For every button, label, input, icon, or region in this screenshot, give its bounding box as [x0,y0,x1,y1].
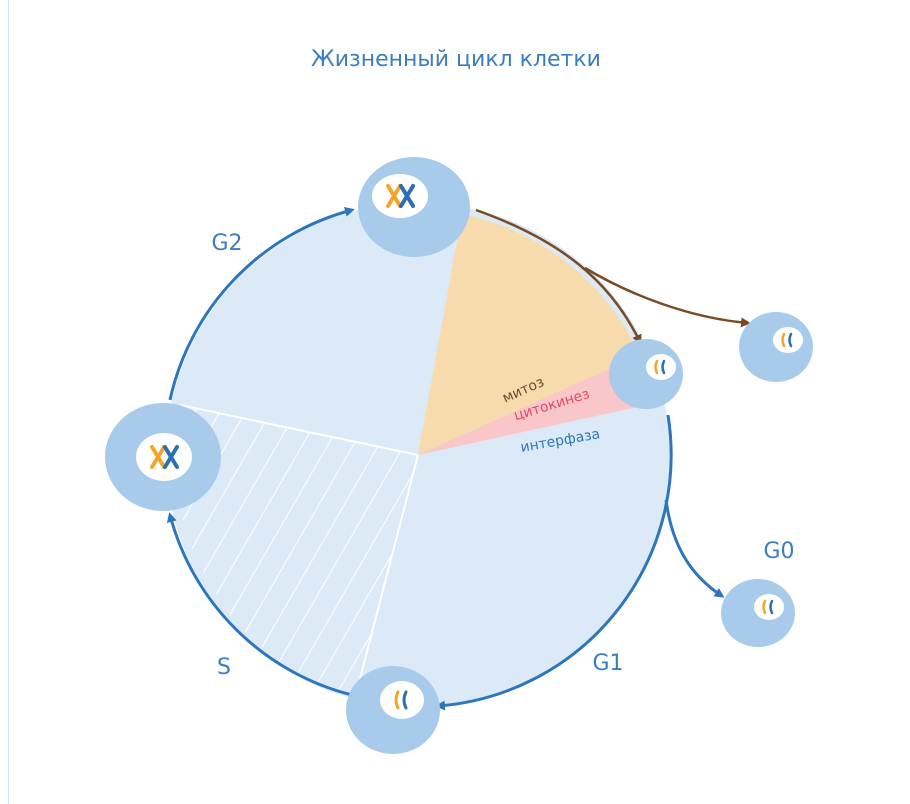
g2-label: G2 [211,231,242,256]
diagram-title: Жизненный цикл клетки [311,47,601,72]
g0-label: G0 [763,539,794,564]
left-border-line [8,0,9,804]
daughter-cell-arrow [584,266,751,328]
chromosome-icon [394,690,408,710]
cell-icon [346,666,440,754]
g0-arrow [664,499,725,598]
cell-icon [609,339,683,409]
cell-icon [358,157,470,257]
cell-icon [739,312,813,382]
s-arrow [166,512,353,697]
chromosome-icon [654,359,666,375]
chromosome-icon [386,184,415,208]
sector-divider [179,404,419,456]
cell-icon [721,579,795,647]
cell-icon [105,403,221,511]
cytokinesis-sector [418,355,660,455]
sector-divider [354,454,419,699]
mitosis-sector [418,214,640,455]
g1-arrow [435,414,673,711]
chromosome-icon [762,599,774,615]
mitosis-arrow [475,208,642,345]
s-label: S [217,655,231,680]
chromosome-icon [150,445,179,469]
s-phase-sector [174,405,418,698]
chromosome-icon [781,332,793,348]
g1-label: G1 [592,651,623,676]
g2-arrow [168,206,355,401]
